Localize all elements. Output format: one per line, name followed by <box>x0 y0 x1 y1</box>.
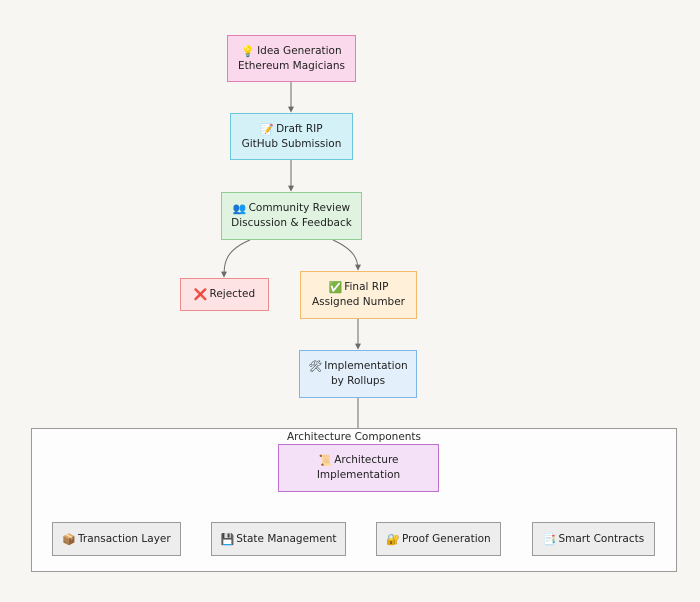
node-subtitle: Ethereum Magicians <box>238 59 345 72</box>
node-state-management[interactable]: 💾State Management <box>211 522 346 556</box>
tools-icon: 🛠 <box>308 360 323 373</box>
people-icon: 👥 <box>232 202 247 215</box>
node-transaction-layer[interactable]: 📦Transaction Layer <box>52 522 181 556</box>
floppy-disk-icon: 💾 <box>220 532 235 546</box>
node-smart-contracts[interactable]: 📑Smart Contracts <box>532 522 655 556</box>
node-draft-rip[interactable]: 📝Draft RIP GitHub Submission <box>230 113 353 160</box>
node-title: Idea Generation <box>257 44 342 57</box>
edge-review-rejected <box>221 239 251 278</box>
node-title: Proof Generation <box>402 532 491 545</box>
scroll-icon: 📜 <box>318 454 333 467</box>
node-final-rip[interactable]: ✅Final RIP Assigned Number <box>300 271 417 319</box>
lightbulb-icon: 💡 <box>241 44 256 58</box>
node-title: Draft RIP <box>276 122 323 135</box>
node-title: Architecture <box>334 454 399 466</box>
node-proof-generation[interactable]: 🔐Proof Generation <box>376 522 501 556</box>
node-rejected[interactable]: ❌Rejected <box>180 278 269 311</box>
lock-key-icon: 🔐 <box>386 532 400 546</box>
node-subtitle: GitHub Submission <box>241 137 342 150</box>
document-icon: 📑 <box>542 532 557 546</box>
node-idea-generation[interactable]: 💡Idea Generation Ethereum Magicians <box>227 35 356 82</box>
node-title: Final RIP <box>344 281 389 293</box>
memo-icon: 📝 <box>260 122 275 136</box>
node-implementation[interactable]: 🛠Implementation by Rollups <box>299 350 417 398</box>
node-subtitle: by Rollups <box>330 375 386 387</box>
node-title: Implementation <box>324 360 408 372</box>
cross-mark-icon: ❌ <box>193 288 208 301</box>
node-title: Community Review <box>248 202 351 214</box>
node-subtitle: Discussion & Feedback <box>231 217 352 229</box>
node-title: State Management <box>236 532 337 545</box>
edge-review-final <box>332 239 361 271</box>
node-subtitle: Assigned Number <box>311 296 405 308</box>
cluster-label: Architecture Components <box>286 431 422 443</box>
node-community-review[interactable]: 👥Community Review Discussion & Feedback <box>221 192 362 240</box>
node-title: Rejected <box>209 288 256 300</box>
node-architecture-implementation[interactable]: 📜Architecture Implementation <box>278 444 439 492</box>
node-title: Transaction Layer <box>78 532 171 545</box>
check-mark-icon: ✅ <box>328 281 343 294</box>
package-icon: 📦 <box>62 532 76 546</box>
node-title: Smart Contracts <box>558 532 645 545</box>
node-subtitle: Implementation <box>316 469 401 481</box>
